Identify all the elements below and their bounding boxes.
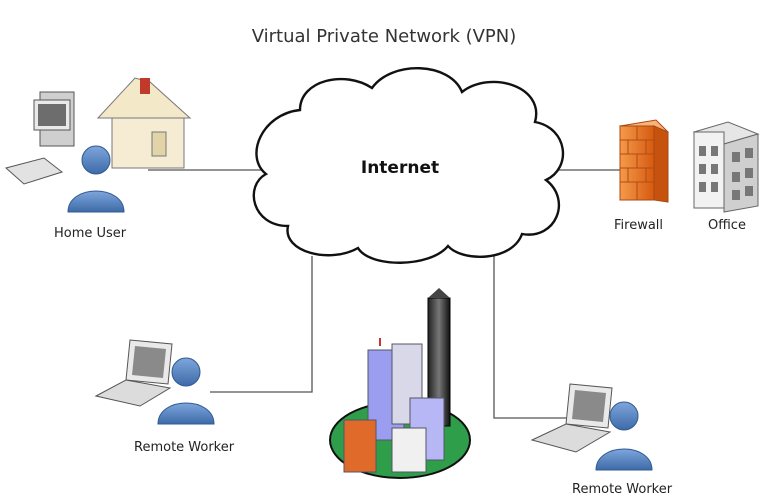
house-icon bbox=[96, 77, 192, 169]
remote-worker-right-person-icon bbox=[595, 401, 653, 471]
internet-label: Internet bbox=[360, 158, 440, 178]
line-remote-left bbox=[210, 256, 313, 393]
office-building-icon bbox=[692, 121, 760, 213]
line-remote-right bbox=[493, 248, 566, 419]
firewall-icon bbox=[618, 119, 670, 203]
remote-worker-left-label: Remote Worker bbox=[134, 440, 235, 455]
connection-lines bbox=[148, 169, 622, 419]
home-user-label: Home User bbox=[54, 226, 127, 241]
firewall-label: Firewall bbox=[614, 218, 664, 233]
internet-cloud bbox=[252, 67, 565, 264]
laptop-left-icon bbox=[94, 339, 173, 407]
office-label: Office bbox=[708, 218, 746, 233]
remote-worker-right-label: Remote Worker bbox=[572, 482, 673, 497]
remote-worker-left-person-icon bbox=[157, 357, 215, 425]
city-buildings-icon bbox=[329, 288, 471, 479]
diagram-title: Virtual Private Network (VPN) bbox=[251, 26, 517, 47]
desktop-computer-icon bbox=[4, 91, 75, 185]
home-user-person-icon bbox=[67, 145, 125, 213]
laptop-right-icon bbox=[530, 383, 613, 453]
